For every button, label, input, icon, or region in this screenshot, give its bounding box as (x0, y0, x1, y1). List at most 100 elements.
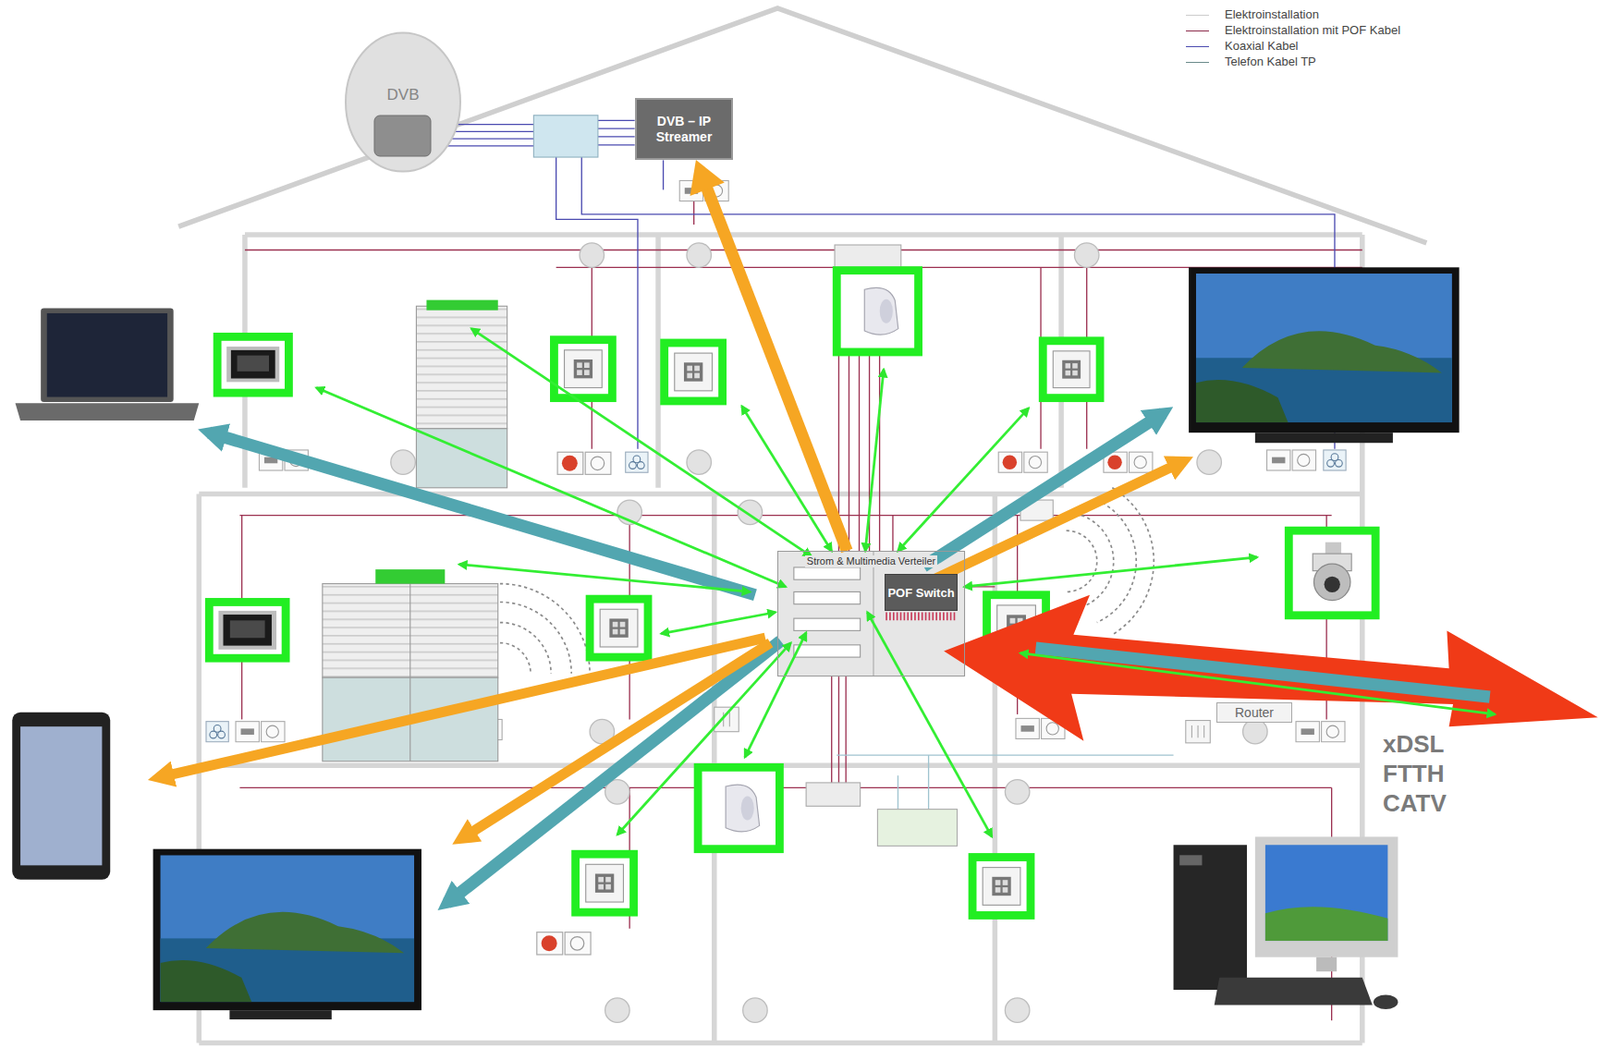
junction-boxes (1185, 720, 1210, 744)
streamer-box: DVB – IP Streamer (635, 97, 733, 160)
green-device-frame (589, 598, 648, 658)
legend-line-sample (1185, 14, 1210, 16)
device-icon (218, 610, 277, 650)
house-walls (655, 234, 661, 489)
tv-picture (153, 849, 422, 1011)
tablet-picture (12, 712, 110, 880)
junction-boxes (1203, 725, 1205, 738)
control-arrow (897, 408, 1028, 552)
house-walls (992, 493, 999, 1043)
junction-boxes (1196, 725, 1198, 738)
house-walls (198, 491, 1363, 498)
power-wiring (830, 676, 832, 786)
power-wiring (848, 352, 850, 551)
junction-boxes (834, 244, 902, 268)
media-arrow (158, 461, 1184, 840)
coax-wiring (662, 159, 664, 190)
device-icon (564, 350, 603, 389)
media-arrow-connector (706, 185, 848, 551)
power-wiring (845, 676, 847, 786)
wall-sockets (206, 721, 229, 743)
wiring-junctions (1196, 450, 1222, 476)
tv-picture (159, 854, 415, 1002)
wiring-junctions (605, 998, 630, 1024)
desktop-pc-picture (1179, 854, 1202, 866)
tv-picture (229, 1010, 331, 1020)
house-walls (198, 1040, 1363, 1047)
media-arrow (461, 643, 770, 840)
power-wiring (244, 249, 1363, 251)
window-blind (322, 300, 508, 762)
green-device-frame (972, 857, 1031, 917)
control-arrow (865, 369, 884, 552)
desktop-pc-picture (1316, 957, 1337, 972)
desktop-pc-picture (1255, 836, 1399, 957)
green-device-frame (664, 342, 723, 402)
radio-waves (1081, 515, 1114, 608)
distribution-cabinet-body (793, 645, 861, 658)
control-arrow (316, 388, 786, 587)
tv-picture (1196, 273, 1453, 423)
junction-boxes (729, 712, 731, 727)
power-wiring (239, 787, 1332, 789)
access-technology-label: FTTH (1382, 759, 1444, 788)
wiring-junctions (1074, 243, 1099, 269)
distribution-cabinet-body (777, 550, 965, 677)
legend-line-sample (1185, 30, 1210, 32)
device-icon (1052, 351, 1090, 389)
wall-sockets (625, 451, 648, 473)
laptop-picture (47, 313, 168, 398)
lnb-block (374, 115, 431, 157)
device-icon (1312, 542, 1352, 601)
junction-boxes (714, 244, 1211, 846)
coax-wiring (556, 157, 638, 450)
window-blind (409, 584, 411, 762)
wall-sockets (1295, 721, 1345, 743)
device-icon (674, 353, 713, 391)
desktop-pc-picture (1214, 977, 1373, 1006)
distribution-cabinet-body (793, 567, 861, 580)
wall-sockets (1323, 450, 1346, 471)
green-device-frame (575, 854, 635, 913)
device-icon (725, 784, 760, 832)
router-box: Router (1216, 702, 1293, 723)
node-text: POF Switch (887, 586, 954, 600)
wiring-junctions (390, 243, 1268, 1024)
tv-picture (153, 267, 1460, 1020)
control-arrow (459, 564, 751, 593)
desktop-pc-picture (1173, 836, 1399, 1010)
power-wiring (239, 514, 1332, 516)
legend-text: Telefon Kabel TP (1224, 54, 1317, 70)
wall-sockets (1267, 450, 1317, 471)
green-device-frame (208, 270, 1376, 917)
coax-splitter (533, 115, 599, 158)
wiring-junctions (579, 243, 604, 269)
node-text: Router (1234, 705, 1274, 721)
node-text: DVB (387, 85, 420, 105)
access-technology-label: CATV (1382, 789, 1447, 818)
coax-wiring (598, 120, 636, 122)
junction-boxes (877, 809, 957, 847)
desktop-pc-picture (1265, 844, 1388, 941)
control-arrow (660, 612, 776, 635)
data-arrow (1036, 647, 1491, 697)
radio-waves (500, 584, 590, 674)
radio-waves (1097, 500, 1137, 623)
junction-boxes (1191, 725, 1193, 738)
device-icon (864, 287, 899, 335)
desktop-pc-picture (1373, 995, 1398, 1010)
wiring-junctions (1004, 998, 1029, 1024)
wiring-junctions (1243, 719, 1268, 745)
wiring-junctions (686, 450, 711, 476)
access-technology-label: xDSL (1382, 730, 1444, 758)
house-walls (178, 8, 1427, 244)
legend-line-sample (1185, 46, 1210, 48)
distribution-cabinet-body (777, 550, 965, 677)
control-arrow (964, 557, 1258, 587)
telephone-wiring (836, 755, 1173, 810)
window-blind (426, 300, 498, 311)
radio-waves (500, 643, 531, 674)
green-device-frame (836, 270, 918, 353)
wiring-junctions (390, 450, 416, 476)
